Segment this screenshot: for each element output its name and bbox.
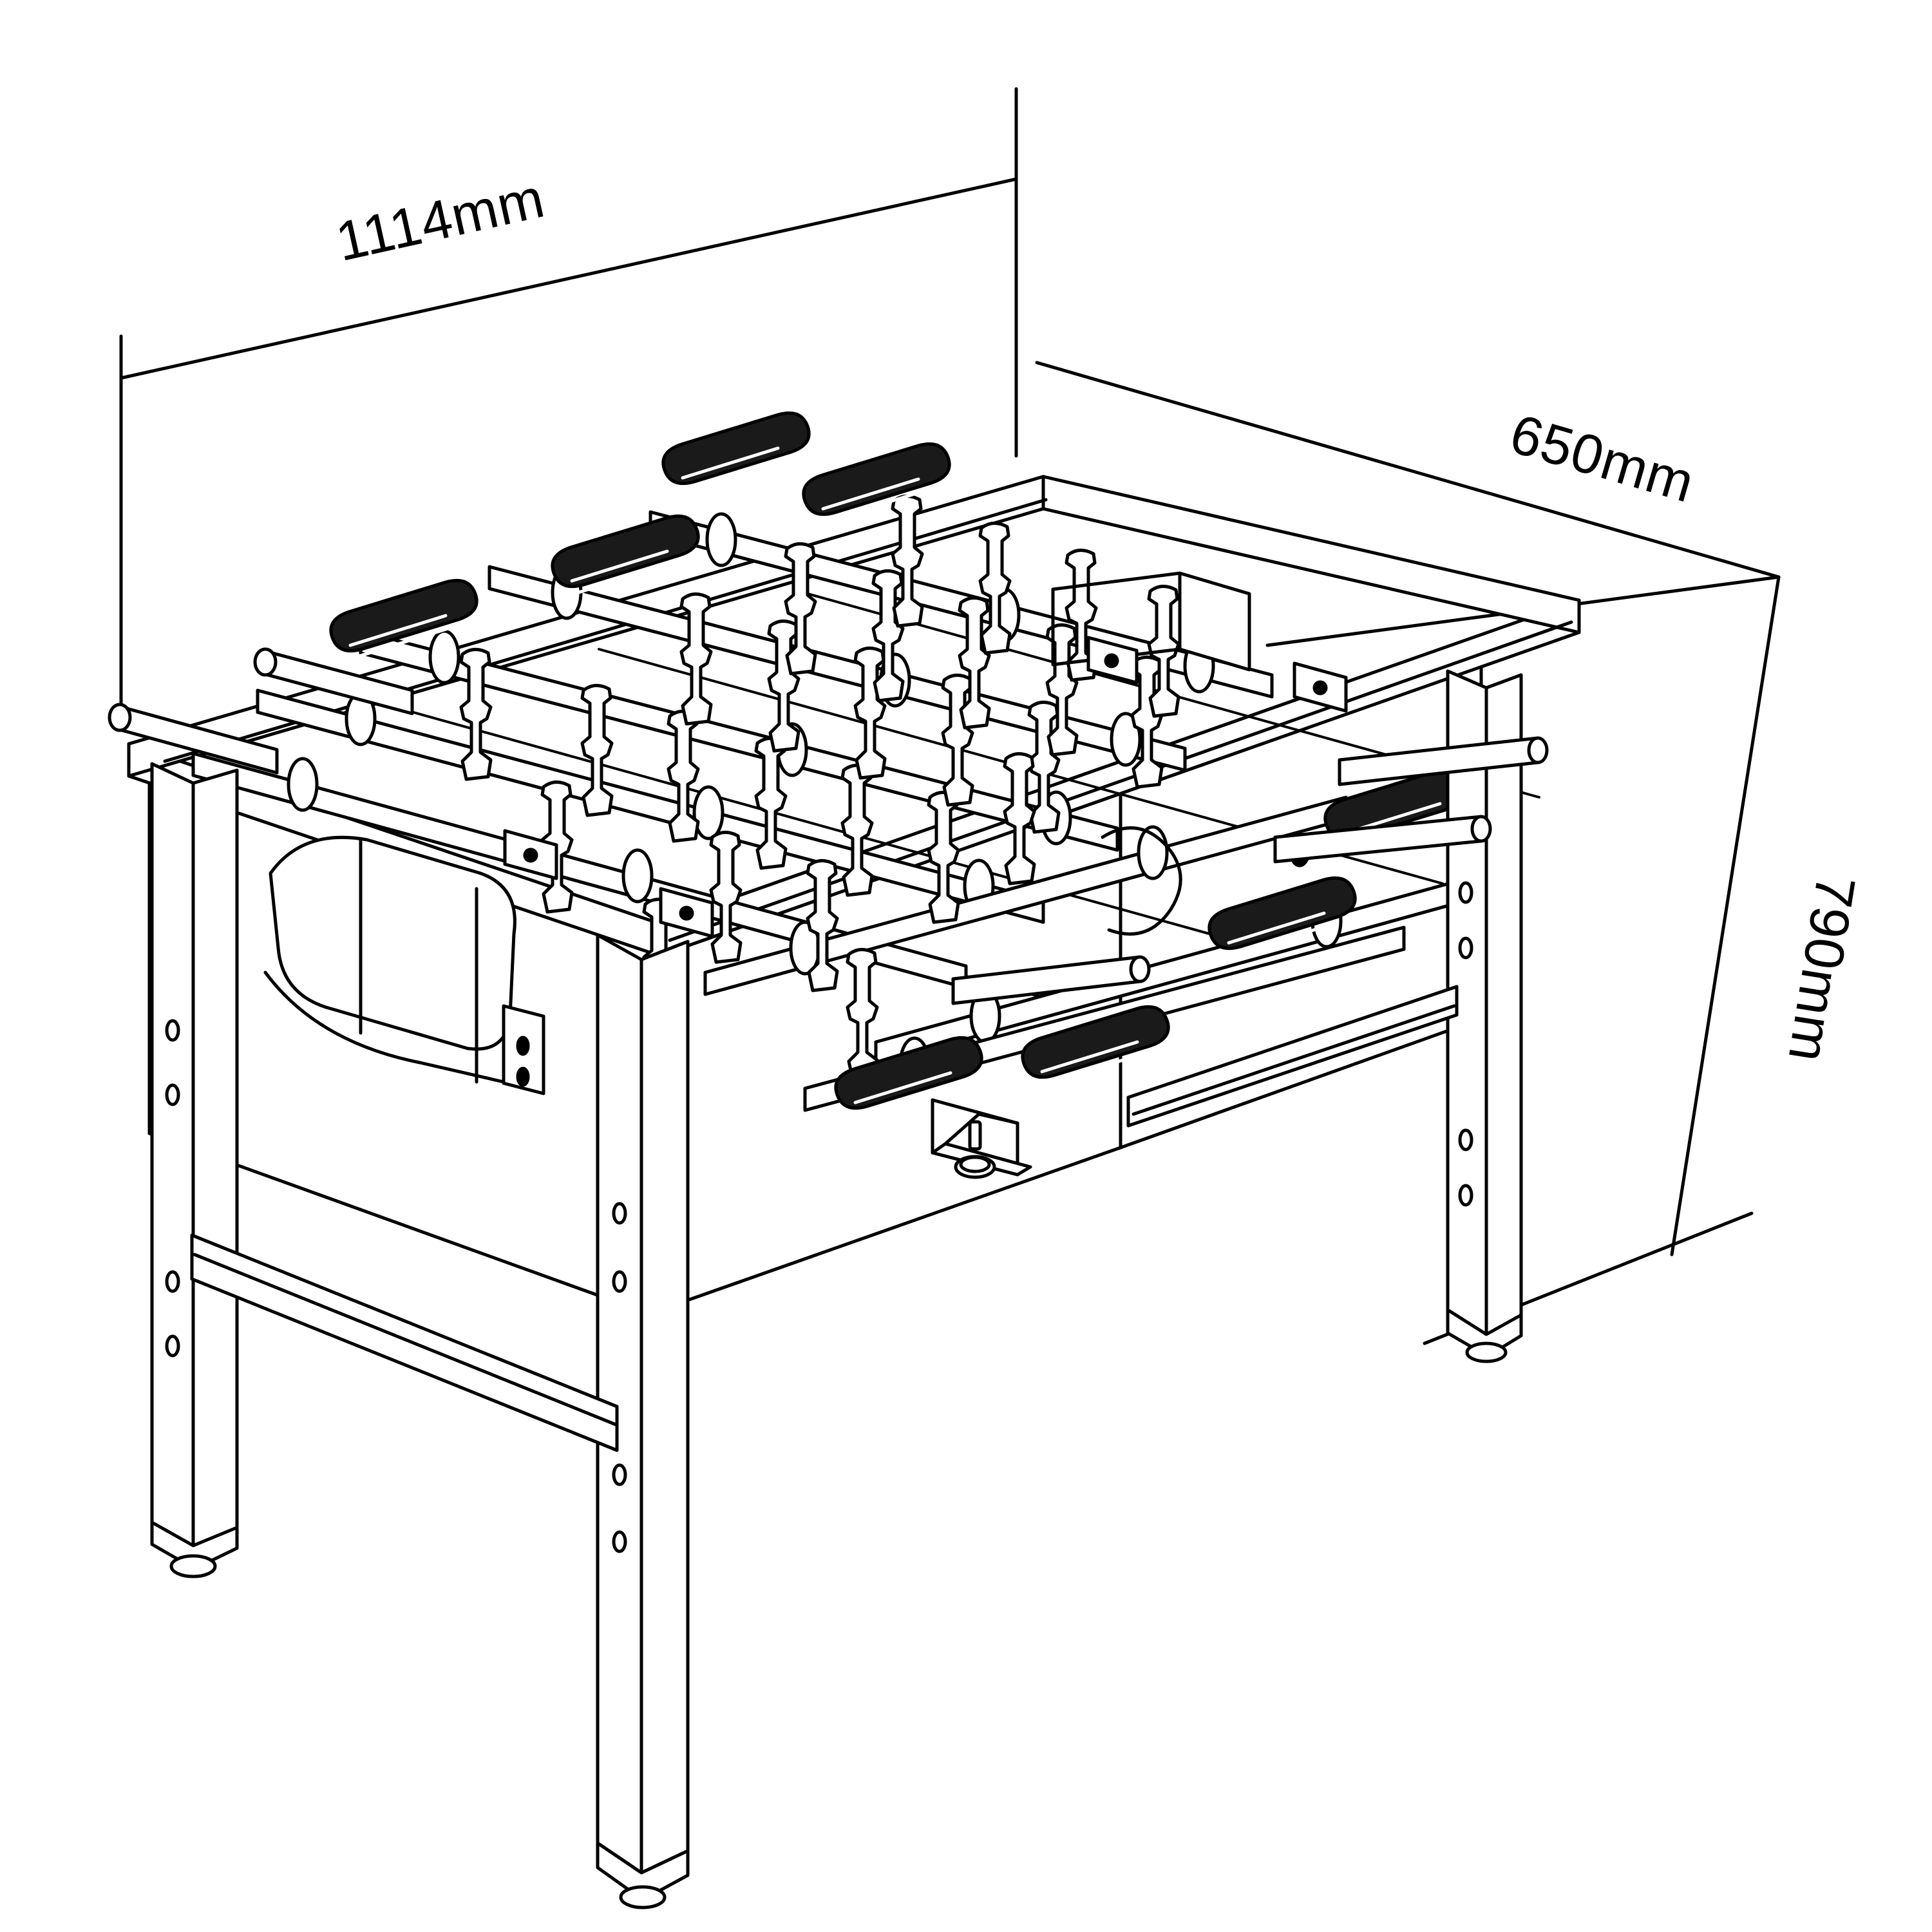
player-figure (784, 542, 817, 676)
center-foot-bracket (931, 1098, 1032, 1179)
score-slider[interactable] (1051, 571, 1251, 672)
player-figure (853, 647, 887, 780)
table-leg-front-right (1128, 1153, 1151, 1405)
player-figure (667, 710, 700, 843)
cross-brace-lower[interactable] (190, 1233, 619, 1452)
leg-screw-hole (612, 1202, 627, 1225)
dimension-line-length (119, 177, 1018, 380)
score-slider[interactable] (1293, 661, 1348, 713)
player-figure (846, 948, 879, 1081)
rod-cap (1470, 815, 1492, 843)
score-slider[interactable] (1086, 636, 1139, 685)
rod-cap (108, 703, 132, 732)
player-figure (927, 791, 960, 924)
table-leg-front-center (596, 933, 690, 1909)
player-rod-4[interactable] (256, 688, 1045, 924)
dimension-lines (119, 87, 1781, 1345)
rod-bearing-5b (621, 848, 654, 904)
player-figure (679, 592, 713, 726)
leg-screw-hole (612, 1270, 627, 1293)
rod-bearing-1a (705, 512, 737, 567)
rod-cap (1527, 736, 1549, 764)
rod-cap (253, 647, 278, 677)
rod-bearing-2c (1110, 712, 1142, 767)
player-figure (580, 684, 614, 817)
dimension-line-height (1670, 575, 1781, 1256)
rod-handle[interactable] (329, 578, 478, 659)
player-figure (767, 620, 800, 753)
player-figure (1003, 752, 1036, 886)
player-figure (978, 522, 1012, 655)
leveling-foot (169, 1554, 217, 1578)
score-sliders (503, 571, 1348, 938)
leg-screw-hole (1458, 1184, 1473, 1207)
rod-shaft-4 (256, 688, 1045, 924)
cross-brace-back-right[interactable] (1126, 985, 1459, 1128)
leg-screw-hole (165, 1270, 180, 1293)
tray-bracket-hole (516, 1066, 530, 1087)
leg-screw-hole (165, 1019, 180, 1042)
rod-ends-right (951, 736, 1549, 1005)
rod-handle[interactable] (802, 442, 951, 522)
rod-bearing-4b (692, 785, 724, 840)
player-figure (871, 569, 905, 703)
table-leg-back-right (1446, 669, 1523, 1363)
rod-bearing-5a (287, 757, 319, 812)
player-figure (941, 674, 974, 807)
rod-cap (1129, 955, 1151, 983)
player-figure (1130, 656, 1164, 789)
score-slider[interactable] (659, 887, 714, 938)
ball-return-tray[interactable] (263, 835, 545, 1095)
playfield-crossmember-2 (398, 707, 1257, 948)
player-figure (709, 831, 743, 964)
player-figure (754, 737, 788, 870)
rod-handle[interactable] (1021, 1005, 1170, 1085)
leg-screw-hole (612, 1463, 627, 1486)
player-figure (840, 764, 874, 897)
rod-ends-left (108, 647, 414, 775)
rod-handle[interactable] (1208, 876, 1357, 956)
leg-screw-hole (612, 1530, 627, 1553)
dimension-line-depth (1035, 361, 1781, 579)
leveling-foot (619, 1885, 667, 1909)
rod-handle[interactable] (661, 411, 811, 491)
rod-handle[interactable] (834, 1036, 983, 1116)
leg-screw-hole (1458, 936, 1473, 960)
table-leg-back-left (225, 781, 260, 1493)
leveling-foot (1465, 1341, 1508, 1363)
leg-screw-hole (165, 1334, 180, 1358)
player-figure (1065, 549, 1098, 682)
cross-braces (190, 985, 1459, 1452)
player-figure (806, 859, 839, 992)
score-slider[interactable] (503, 829, 558, 880)
table-legs (150, 669, 1523, 1909)
leg-screw-hole (1458, 1128, 1473, 1151)
player-figure (459, 648, 493, 781)
player-figure (958, 596, 991, 730)
leg-screw-hole (1458, 881, 1473, 904)
tray-bracket-hole (516, 1036, 530, 1056)
table-leg-front-left (150, 762, 239, 1578)
player-figure (1045, 623, 1079, 757)
foosball-table (108, 411, 1581, 1909)
rod-handle[interactable] (551, 514, 700, 594)
leg-screw-hole (165, 1083, 180, 1106)
rod-bearing-3a (428, 629, 460, 685)
